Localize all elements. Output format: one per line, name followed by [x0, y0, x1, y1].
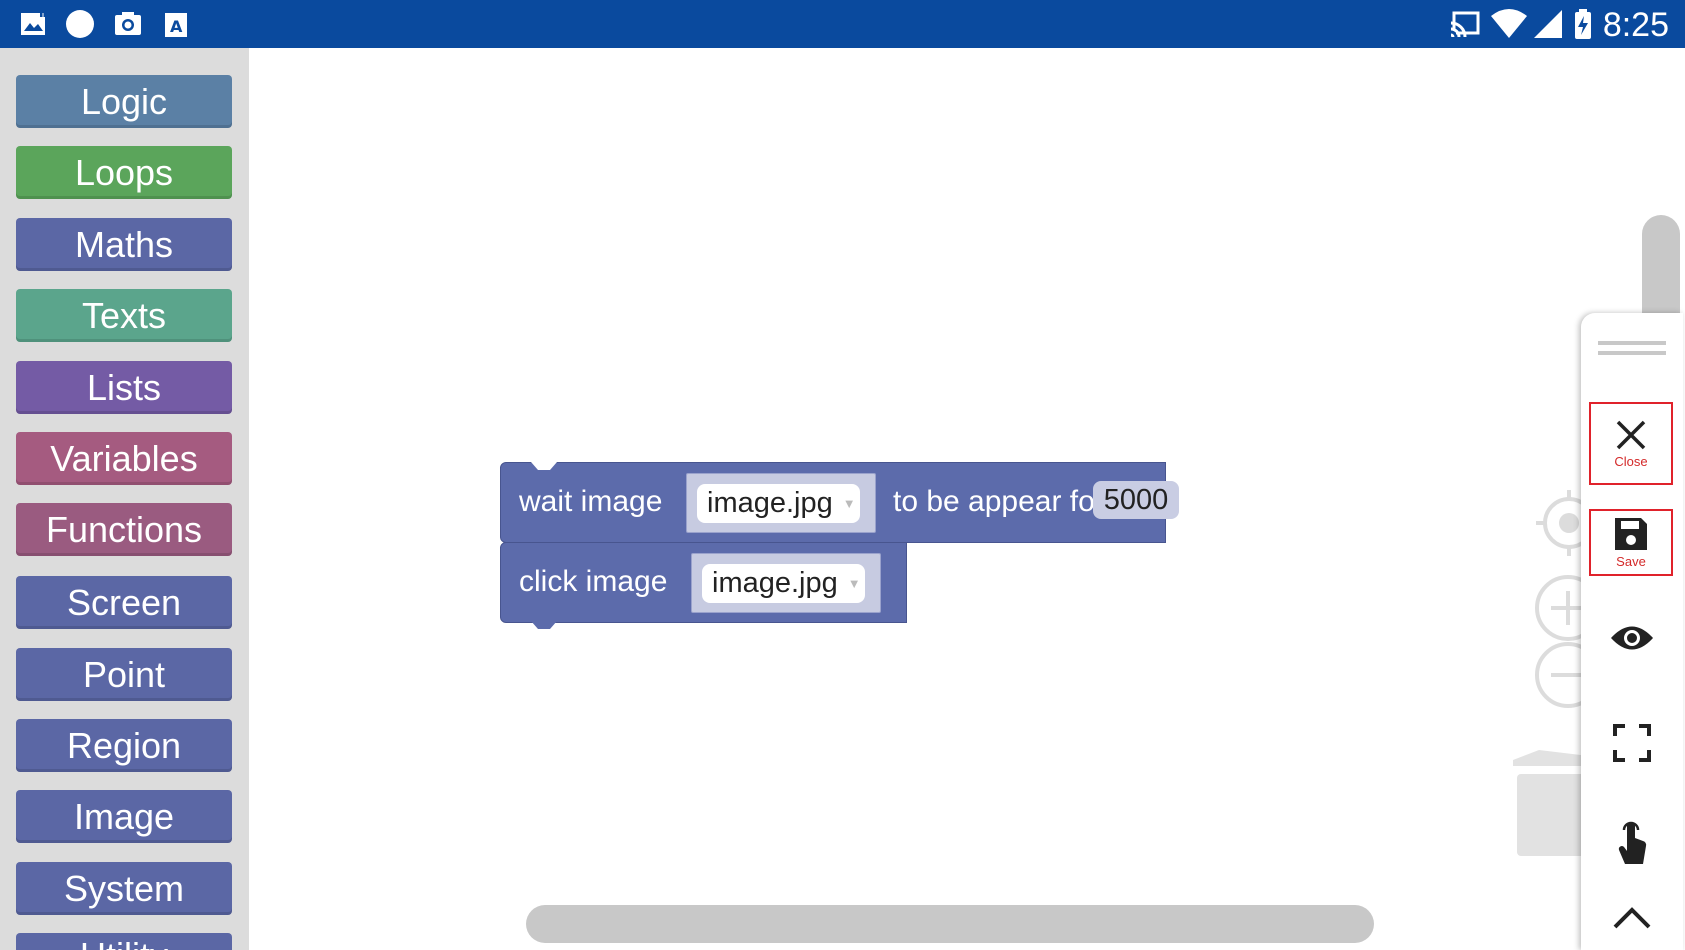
collapse-panel-button[interactable]	[1581, 893, 1683, 943]
drag-handle[interactable]	[1581, 335, 1683, 365]
block-tab	[531, 621, 557, 629]
chevron-down-icon: ▼	[847, 576, 861, 591]
save-button[interactable]: Save	[1589, 509, 1673, 576]
circle-icon	[66, 10, 94, 38]
wait-image-label: wait image	[519, 485, 663, 518]
timeout-number-field[interactable]: 5000	[1093, 481, 1179, 519]
svg-text:!: !	[41, 12, 45, 23]
drag-handle-icon	[1598, 341, 1666, 355]
image-input-slot: image.jpg ▼	[691, 553, 881, 613]
battery-charging-icon	[1575, 9, 1591, 39]
image-dropdown[interactable]: image.jpg ▼	[697, 484, 860, 523]
category-functions[interactable]: Functions	[16, 503, 232, 556]
floating-tool-panel: Close Save	[1581, 313, 1683, 950]
category-maths[interactable]: Maths	[16, 218, 232, 271]
signal-icon	[1534, 10, 1562, 38]
touch-mode-button[interactable]	[1581, 813, 1683, 873]
clock-time: 8:25	[1602, 6, 1669, 44]
gallery-icon: !	[21, 11, 46, 35]
close-label: Close	[1614, 454, 1648, 469]
status-bar: ! A 8:25	[0, 0, 1685, 48]
category-variables[interactable]: Variables	[16, 432, 232, 485]
block-workspace[interactable]: wait image image.jpg ▼ to be appear for …	[249, 48, 1685, 950]
category-loops[interactable]: Loops	[16, 146, 232, 199]
category-screen[interactable]: Screen	[16, 576, 232, 629]
appear-label: to be appear for	[893, 485, 1105, 518]
camera-icon	[115, 12, 141, 35]
click-image-label: click image	[519, 565, 668, 598]
block-notch	[531, 462, 557, 470]
chevron-up-icon	[1613, 907, 1651, 929]
cast-icon	[1450, 11, 1480, 38]
category-lists[interactable]: Lists	[16, 361, 232, 414]
millisecond-label: millisecond(s)	[1191, 485, 1375, 518]
close-button[interactable]: Close	[1589, 402, 1673, 485]
wait-image-block[interactable]: wait image image.jpg ▼ to be appear for …	[500, 462, 1374, 543]
category-system[interactable]: System	[16, 862, 232, 915]
close-icon	[1616, 420, 1646, 450]
touch-icon	[1618, 821, 1647, 864]
eye-icon	[1611, 626, 1653, 650]
image-dropdown[interactable]: image.jpg ▼	[702, 564, 865, 603]
click-image-block[interactable]: click image image.jpg ▼	[500, 542, 907, 629]
image-dropdown-value: image.jpg	[707, 487, 833, 519]
trash-icon[interactable]	[1509, 744, 1589, 862]
preview-button[interactable]	[1581, 613, 1683, 663]
font-icon: A	[165, 13, 187, 37]
fullscreen-icon	[1613, 724, 1651, 762]
chevron-down-icon: ▼	[842, 496, 856, 511]
category-region[interactable]: Region	[16, 719, 232, 772]
image-input-slot: image.jpg ▼	[686, 473, 876, 533]
category-utility[interactable]: Utility	[16, 933, 232, 950]
category-image[interactable]: Image	[16, 790, 232, 843]
category-logic[interactable]: Logic	[16, 75, 232, 128]
horizontal-scrollbar[interactable]	[526, 905, 1374, 943]
category-texts[interactable]: Texts	[16, 289, 232, 342]
save-icon	[1615, 518, 1647, 550]
category-point[interactable]: Point	[16, 648, 232, 701]
svg-text:A: A	[170, 17, 183, 36]
save-label: Save	[1616, 554, 1646, 569]
fullscreen-button[interactable]	[1581, 713, 1683, 773]
wifi-icon	[1491, 9, 1527, 38]
block-category-sidebar: Logic Loops Maths Texts Lists Variables …	[0, 48, 249, 950]
image-dropdown-value: image.jpg	[712, 567, 838, 599]
